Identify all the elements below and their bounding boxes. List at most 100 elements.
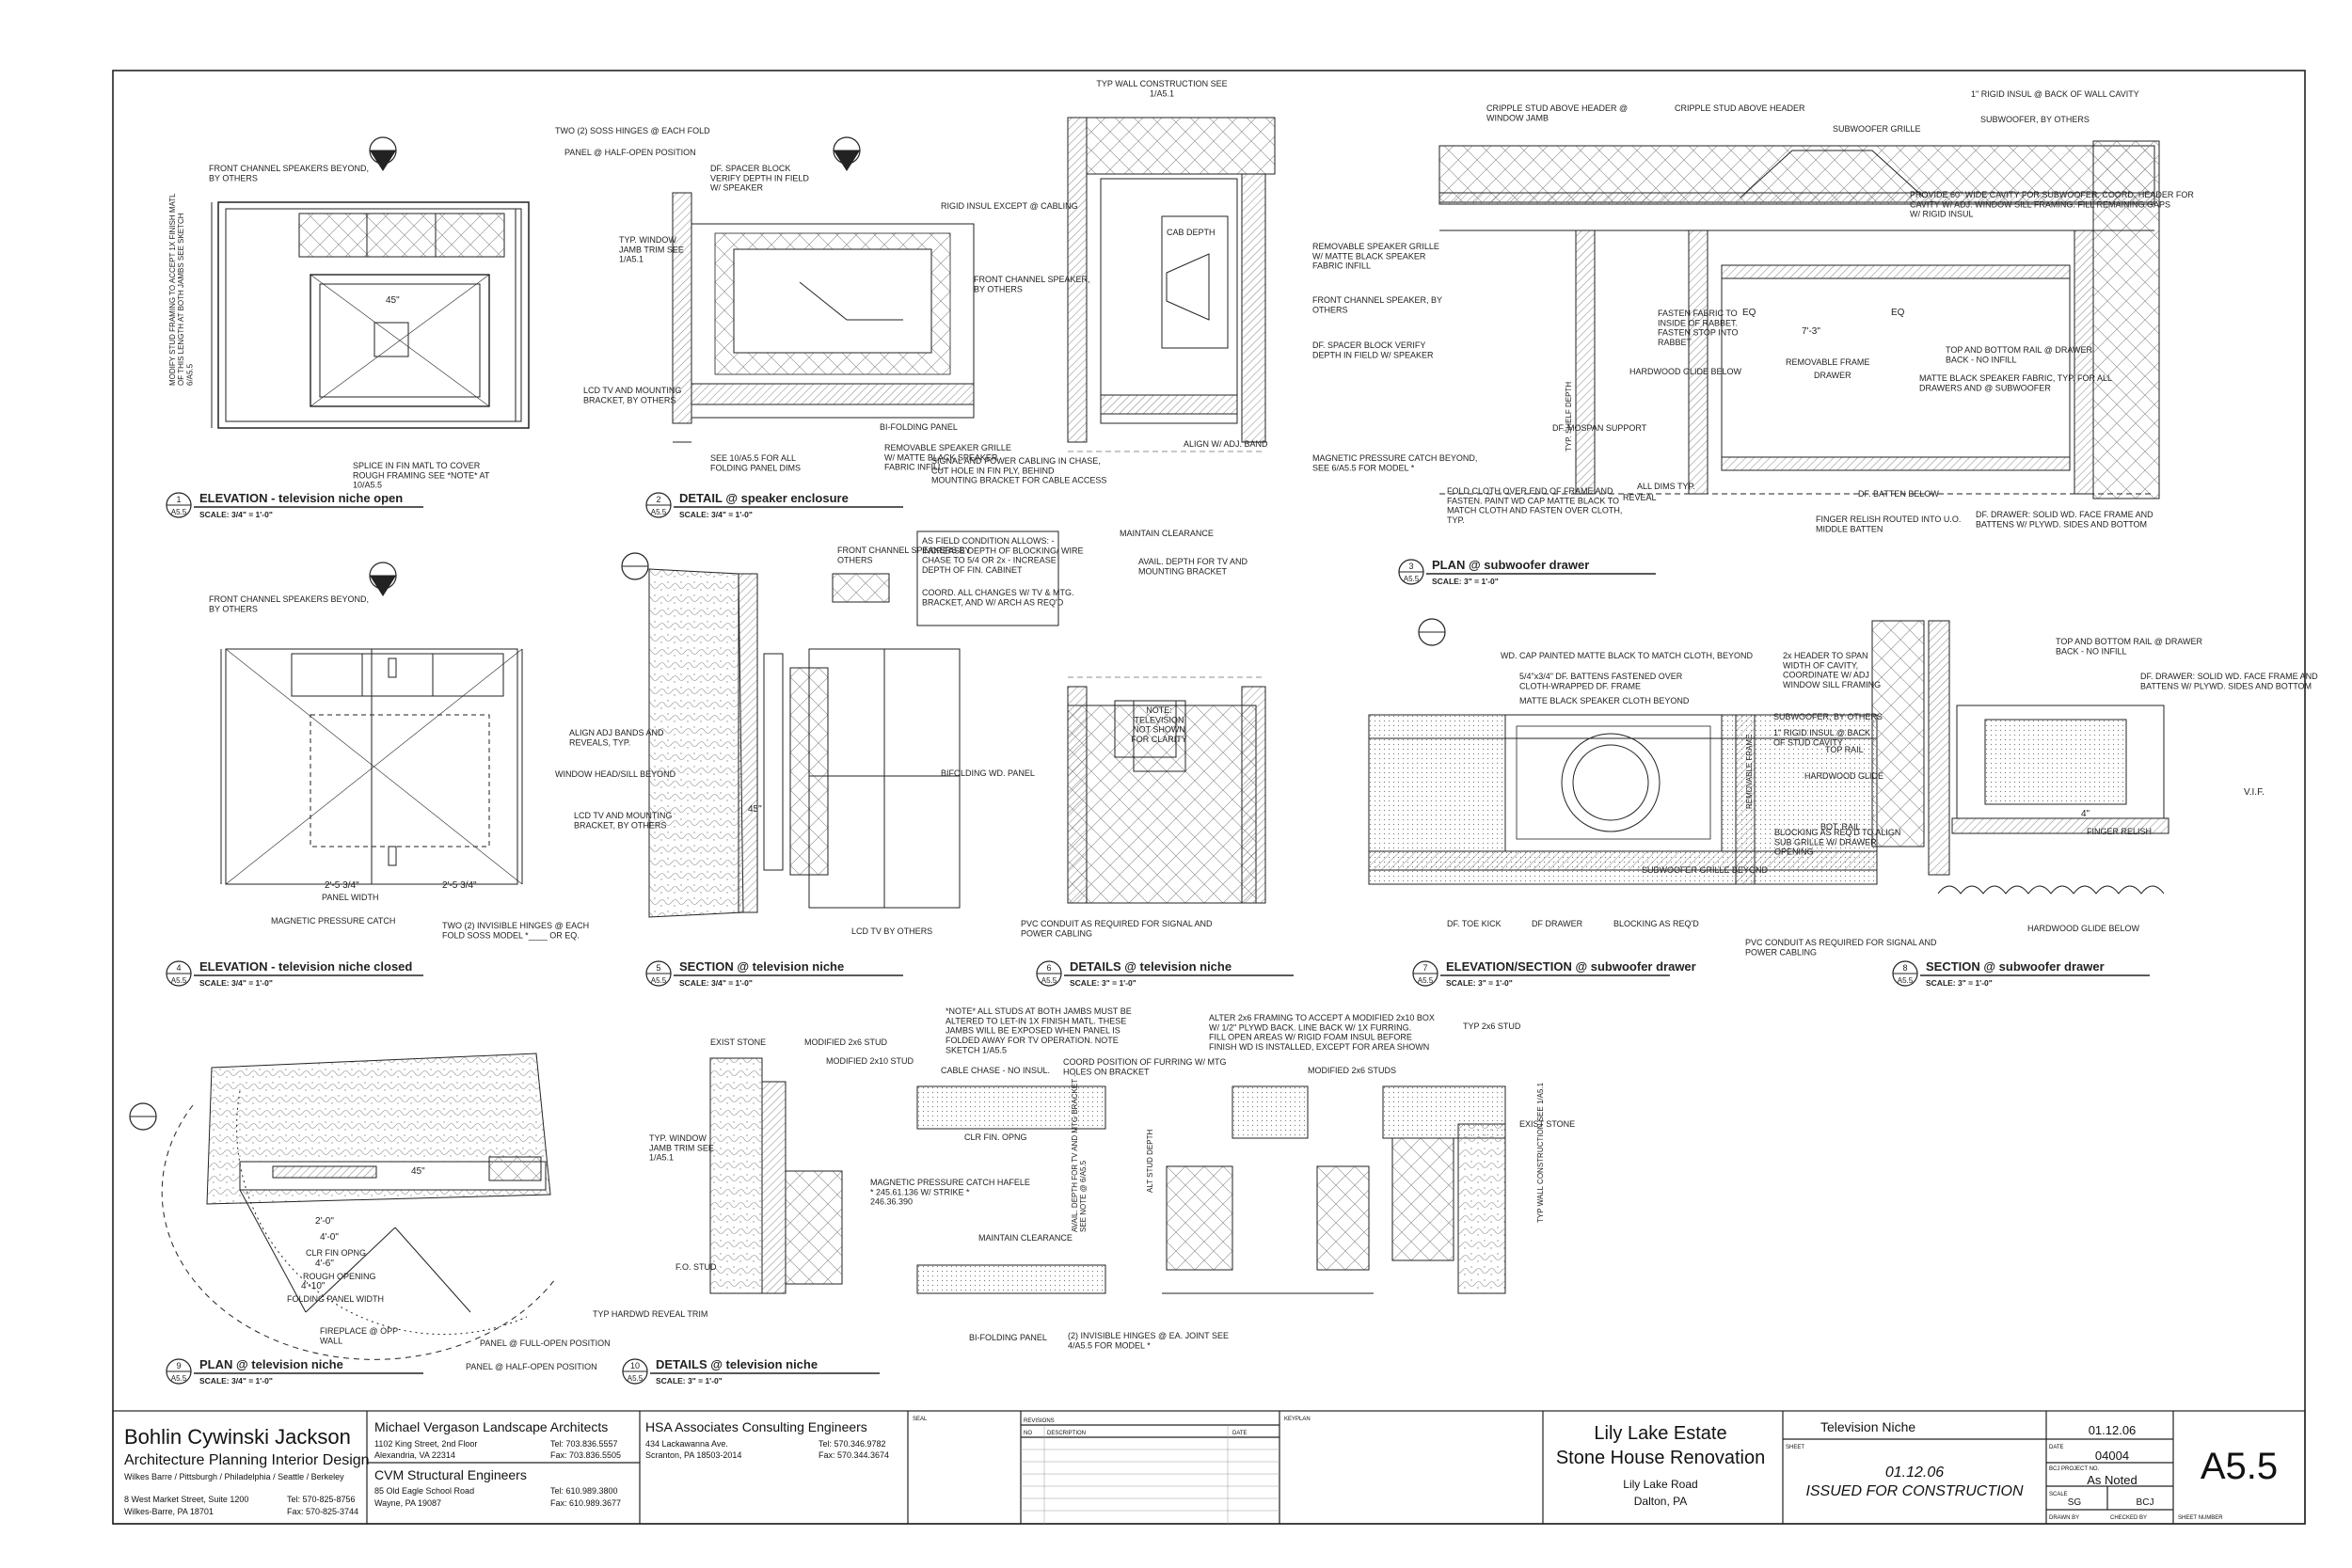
note-n7h: SUBWOOFER GRILLE BEYOND [1642, 865, 1769, 875]
detail-sheet-ref: A5.5 [1041, 976, 1057, 985]
date-label: DATE [2049, 1445, 2064, 1450]
rev-date-label: DATE [1232, 1431, 1248, 1436]
note-n3s: TYP. SHELF DEPTH [1565, 382, 1573, 451]
detail-title: DETAILS @ television niche [1070, 959, 1232, 974]
detail-4-bubble [369, 562, 397, 596]
note-n2b: RIGID INSUL EXCEPT @ CABLING [941, 201, 1078, 211]
detail-sheet-ref: A5.5 [1404, 575, 1420, 583]
detail-sheet-ref: A5.5 [1418, 976, 1434, 985]
dimension-label: 45" [411, 1166, 425, 1177]
detail-title: DETAILS @ television niche [656, 1357, 818, 1371]
detail-sheet-ref: A5.5 [651, 508, 667, 516]
dimension-label: 7'-3" [1802, 326, 1820, 337]
sheet-title: Television Niche [1820, 1419, 1915, 1434]
landscape-address2: Alexandria, VA 22314 [374, 1450, 455, 1460]
rev-desc-label: DESCRIPTION [1047, 1431, 1086, 1436]
note-n10j: TYP 2x6 STUD [1463, 1022, 1521, 1031]
project-name-line1: Lily Lake Estate [1594, 1423, 1726, 1444]
note-n3d: 1" RIGID INSUL @ BACK OF WALL CAVITY [1971, 89, 2139, 99]
note-n8h: HARDWOOD GLIDE BELOW [2027, 924, 2140, 933]
note-n3f: PROVIDE 60" WIDE CAVITY FOR SUBWOOFER. C… [1910, 190, 2194, 219]
note-n7i: DF. TOE KICK [1447, 919, 1502, 928]
note-n10l: MAGNETIC PRESSURE CATCH HAFELE* 245.61.1… [870, 1178, 1030, 1207]
detail-10-details [709, 1057, 1506, 1294]
consulting-address1: 434 Lackawanna Ave. [645, 1439, 728, 1449]
structural-tel: Tel: 610.989.3800 [550, 1486, 618, 1496]
note-n6n: CAB DEPTH [1167, 228, 1216, 237]
detail-scale: SCALE: 3/4" = 1'-0" [679, 978, 753, 988]
note-n10h: ALTER 2x6 FRAMING TO ACCEPT A MODIFIED 2… [1209, 1013, 1435, 1052]
note-n10t: ALT STUD DEPTH [1146, 1130, 1154, 1193]
detail-6-note-box [1133, 700, 1186, 772]
note-n4g: PANEL WIDTH [322, 893, 379, 902]
note-n6j: MAINTAIN CLEARANCE [1120, 529, 1214, 538]
detail-sheet-ref: A5.5 [1898, 976, 1914, 985]
detail-title: ELEVATION - television niche open [199, 491, 403, 505]
note-n10u: F.O. STUD [675, 1262, 717, 1272]
drawn-by-label: DRAWN BY [2049, 1515, 2079, 1521]
note-n6i: COORD. ALL CHANGES W/ TV & MTG.BRACKET, … [922, 588, 1074, 607]
note-n3a: CRIPPLE STUD ABOVE HEADER @WINDOW JAMB [1486, 103, 1628, 122]
detail-scale: SCALE: 3/4" = 1'-0" [199, 1376, 273, 1386]
scale-label: SCALE [2049, 1492, 2068, 1497]
dimension-label: V.I.F. [2244, 787, 2265, 798]
dimension-label: 2'-5 3/4" [442, 880, 477, 891]
dimension-label: 2'-0" [315, 1216, 334, 1227]
revision-grid [1021, 1425, 1279, 1524]
detail-number: 1 [176, 495, 181, 504]
note-n10q: TYP WALL CONSTRUCTION SEE 1/A5.1 [1536, 1082, 1545, 1223]
note-n1c: FRONT CHANNEL SPEAKERS BEYOND,BY OTHERS [209, 164, 369, 182]
note-n4e: MAGNETIC PRESSURE CATCH [271, 916, 395, 926]
note-n10o: BI-FOLDING PANEL [969, 1333, 1047, 1342]
dimension-label: EQ [1742, 308, 1756, 318]
architect-address2: Wilkes-Barre, PA 18701 [124, 1507, 214, 1516]
keyplan-label: KEYPLAN [1284, 1417, 1311, 1422]
checked-by: BCJ [2137, 1497, 2154, 1508]
note-n9b: PANEL @ FULL-OPEN POSITION [480, 1338, 611, 1348]
detail-scale: SCALE: 3" = 1'-0" [1926, 978, 1993, 988]
detail-sheet-ref: A5.5 [628, 1374, 644, 1383]
note-n7j: DF DRAWER [1532, 919, 1583, 928]
detail-sheet-ref: A5.5 [171, 1374, 187, 1383]
detail-title: SECTION @ subwoofer drawer [1926, 959, 2105, 974]
issue-date: 01.12.06 [1885, 1465, 1944, 1481]
note-n3h: REMOVABLE FRAME [1786, 357, 1869, 367]
note-n10n: TYP HARDWD REVEAL TRIM [593, 1309, 707, 1319]
note-n10s: AVAIL. DEPTH FOR TV AND MTG BRACKET -SEE… [1071, 1074, 1088, 1232]
detail-title: ELEVATION - television niche closed [199, 959, 412, 974]
note-n10a: EXIST STONE [710, 1037, 766, 1047]
note-n10k: EXIST STONE [1519, 1119, 1575, 1129]
landscape-name: Michael Vergason Landscape Architects [374, 1419, 608, 1434]
note-n3c: SUBWOOFER GRILLE [1833, 124, 1921, 134]
note-n3q: FINGER RELISH ROUTED INTO U.O.MIDDLE BAT… [1816, 515, 1961, 533]
project-no-label: BCJ PROJECT NO. [2049, 1466, 2100, 1472]
rev-no-label: NO [1024, 1431, 1032, 1436]
detail-scale: SCALE: 3/4" = 1'-0" [199, 978, 273, 988]
detail-scale: SCALE: 3/4" = 1'-0" [679, 510, 753, 519]
note-n7a: WD. CAP PAINTED MATTE BLACK TO MATCH CLO… [1501, 651, 1754, 660]
detail-number: 9 [176, 1361, 181, 1370]
note-n6e: ALIGN W/ ADJ. BAND [1184, 439, 1268, 449]
